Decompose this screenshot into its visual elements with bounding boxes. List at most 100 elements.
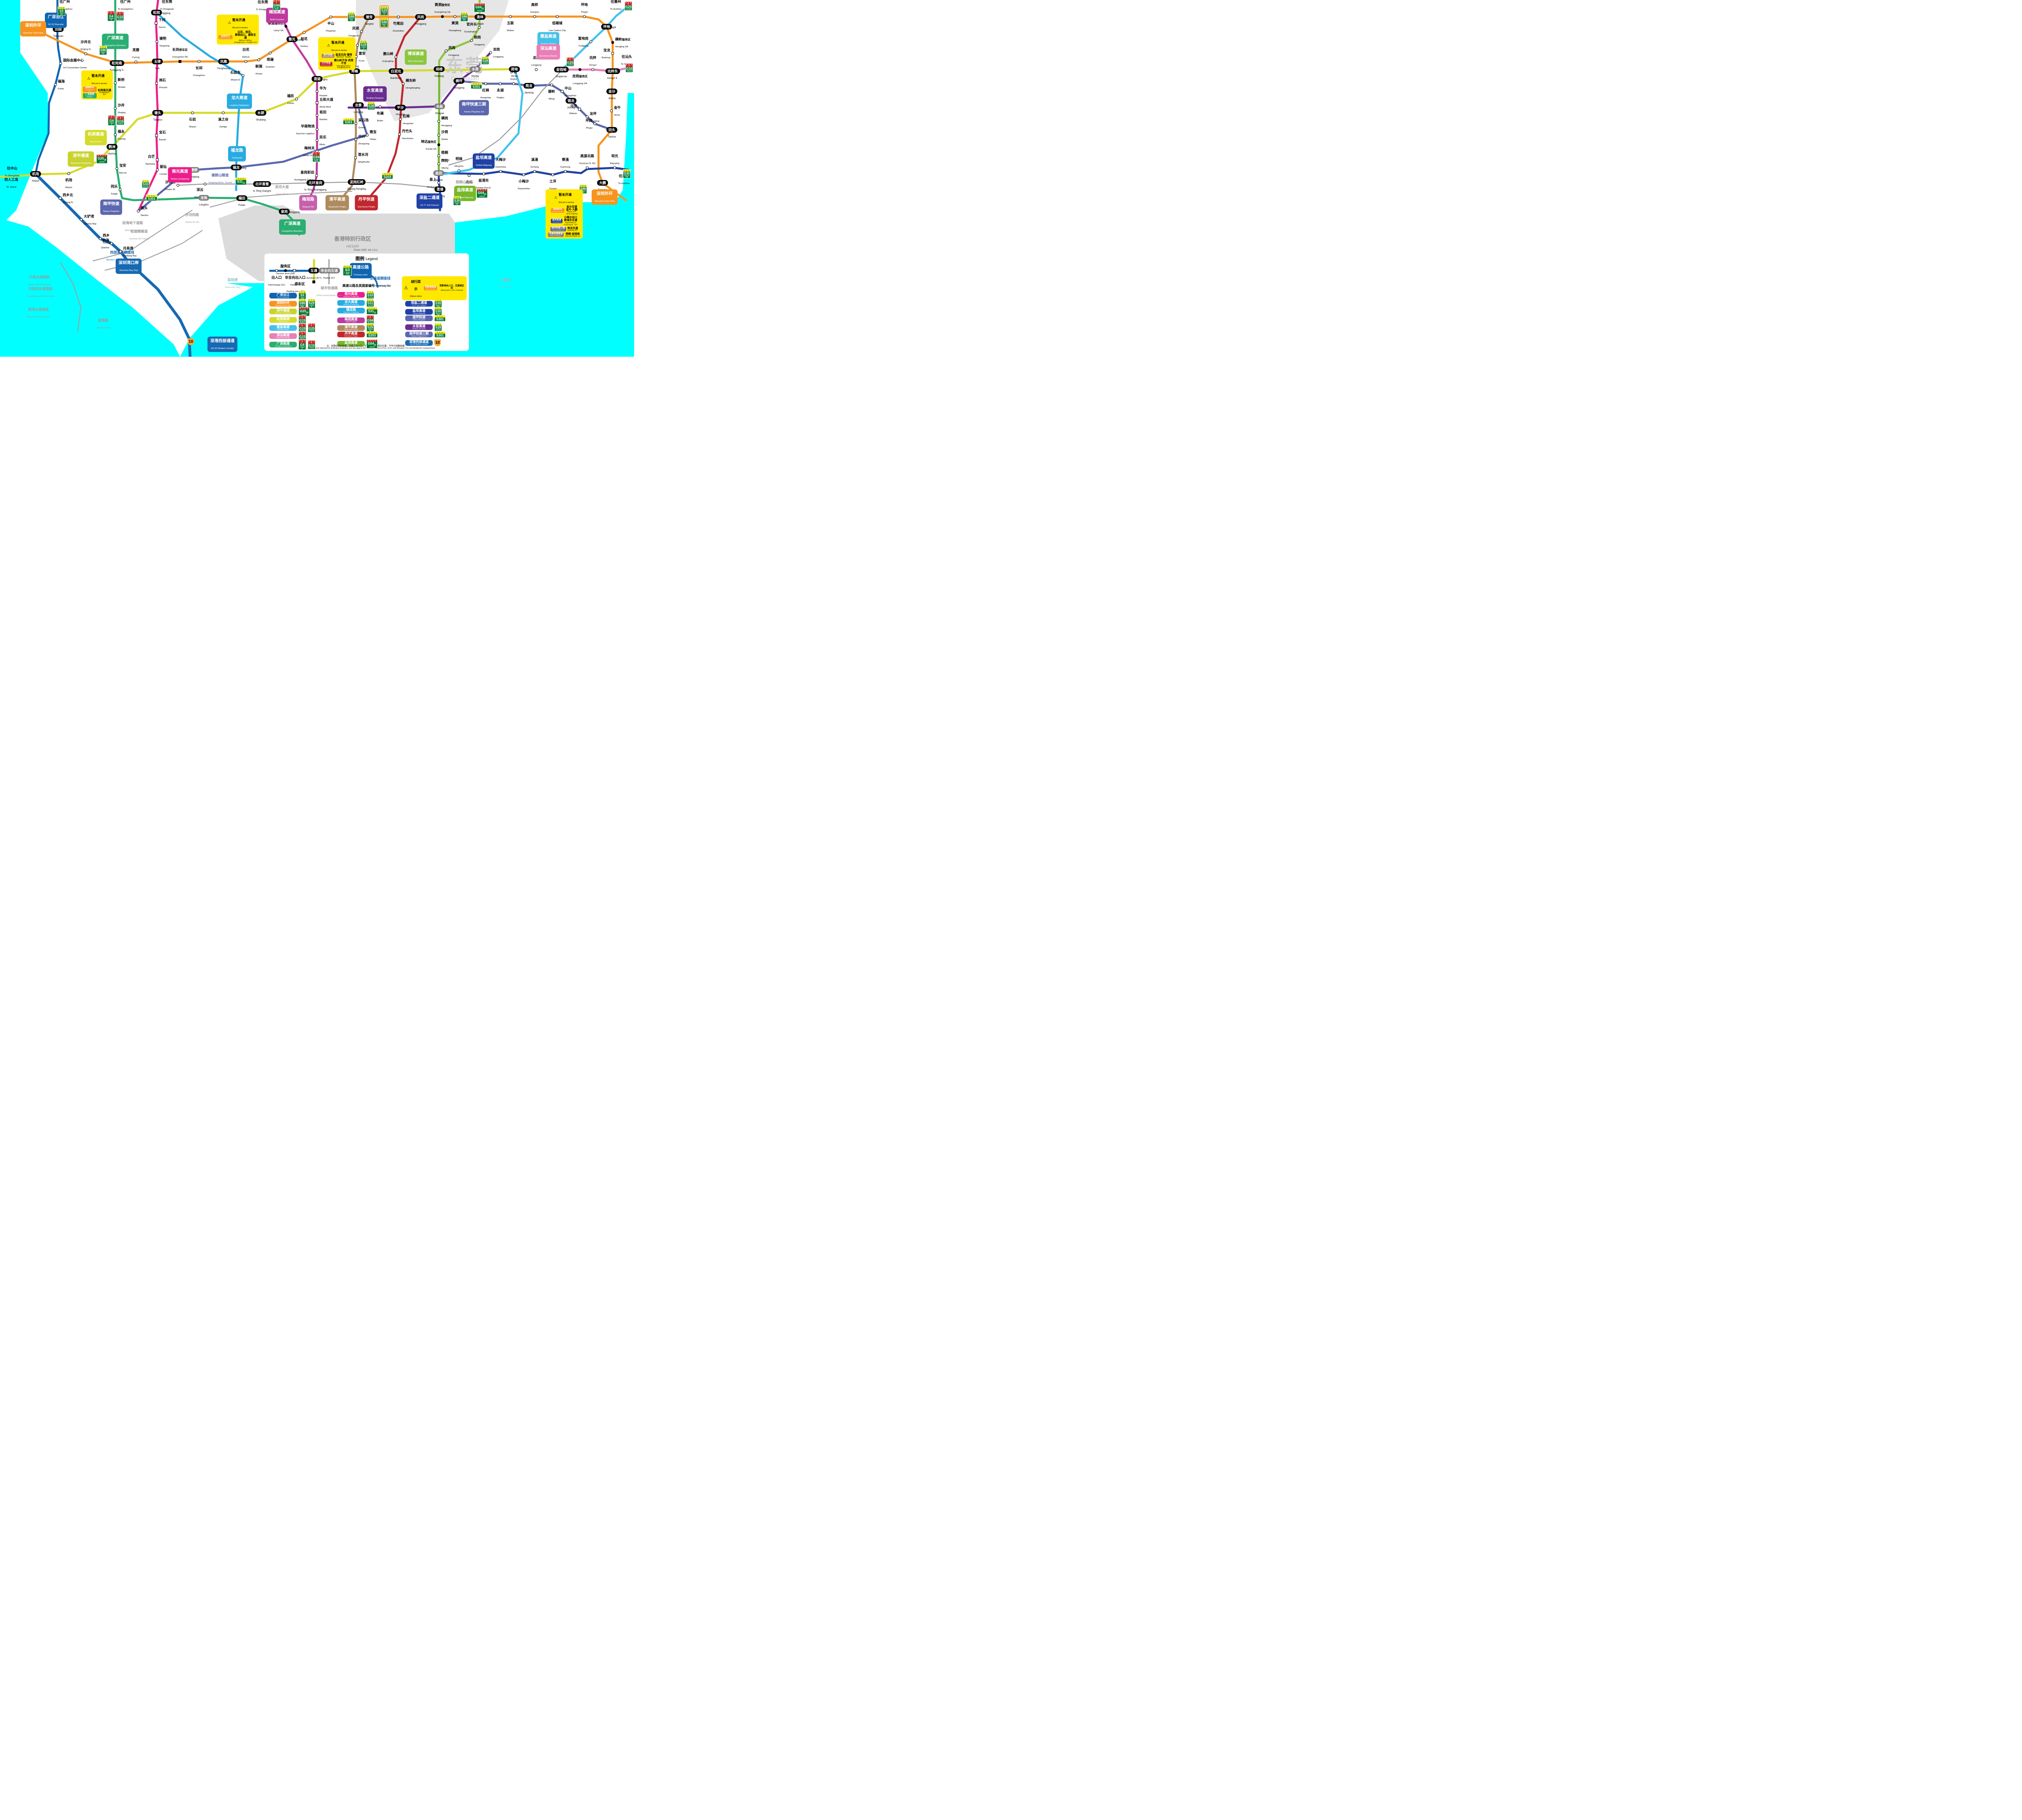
- station-ic-marker: [535, 68, 538, 71]
- station-ic-marker: [295, 97, 298, 101]
- station-ic-marker: [437, 133, 440, 137]
- station-ic-marker: [437, 120, 440, 123]
- copyright: ©Cain 2025. Ver 1.0.1: [353, 249, 378, 252]
- station-ic-marker: [269, 51, 272, 55]
- station-pill: 莲塘: [434, 186, 446, 192]
- line-huiyan-s: [444, 68, 524, 175]
- line-north-ring: [177, 181, 441, 190]
- station-pill: 荷坳: [509, 66, 520, 72]
- station-pill: 龙珠: [198, 195, 209, 201]
- legend-sample-line: [269, 270, 334, 272]
- station-ic-marker: [583, 15, 586, 18]
- station-ic-marker: [484, 82, 487, 85]
- station-ic-marker: [155, 40, 159, 43]
- station-partial-ic-marker: [560, 90, 564, 93]
- station-pill: 锦龙: [565, 98, 577, 104]
- legend-sa-marker: [284, 269, 287, 272]
- station-pill: 水荷: [470, 66, 481, 72]
- station-ic-marker: [354, 156, 357, 159]
- legend-freeway-list-title: 高速公路及其国家编号 Freeway list: [342, 284, 391, 288]
- station-sa-marker: [284, 25, 288, 28]
- station-ic-marker: [354, 122, 357, 125]
- station-partial-ic-marker: [155, 134, 158, 137]
- station-pill: 松岗南: [110, 60, 124, 66]
- station-sa-marker: [437, 143, 440, 146]
- station-pill: 简龙: [523, 83, 535, 89]
- station-pill: 横坪: [453, 78, 465, 84]
- station-ic-marker: [315, 139, 319, 142]
- station-ic-marker: [302, 31, 306, 34]
- station-ic-marker: [611, 52, 614, 55]
- station-ic-marker: [499, 170, 502, 173]
- station-ic-marker: [155, 82, 158, 85]
- station-ic-marker: [397, 15, 400, 19]
- station-ic-marker: [315, 114, 319, 117]
- station-pill: 机场: [30, 171, 41, 177]
- region-water-e: [455, 93, 634, 357]
- station-ic-marker: [329, 15, 332, 19]
- station-pill: 北环香蜜: [253, 181, 271, 187]
- station-ic-marker: [586, 166, 589, 169]
- station-ic-marker: [589, 40, 592, 43]
- line-danping: [366, 16, 422, 201]
- station-ic-marker: [114, 107, 117, 110]
- station-pill: 龙景: [353, 102, 364, 108]
- station-ic-marker: [437, 181, 440, 184]
- station-pill: 排榜: [434, 66, 445, 72]
- station-partial-ic-marker: [578, 108, 581, 111]
- station-ic-marker: [315, 90, 319, 93]
- station-ic-marker: [80, 218, 83, 221]
- region-water-left: [0, 0, 48, 226]
- station-ic-marker: [470, 39, 473, 42]
- station-ic-marker: [512, 82, 515, 85]
- station-ic-marker: [222, 111, 225, 114]
- station-ic-marker: [67, 172, 70, 175]
- station-ic-marker: [482, 172, 485, 176]
- station-ic-marker: [610, 109, 613, 112]
- station-ic-marker: [54, 83, 57, 86]
- station-ic-marker: [197, 60, 201, 63]
- station-ic-marker: [444, 49, 448, 53]
